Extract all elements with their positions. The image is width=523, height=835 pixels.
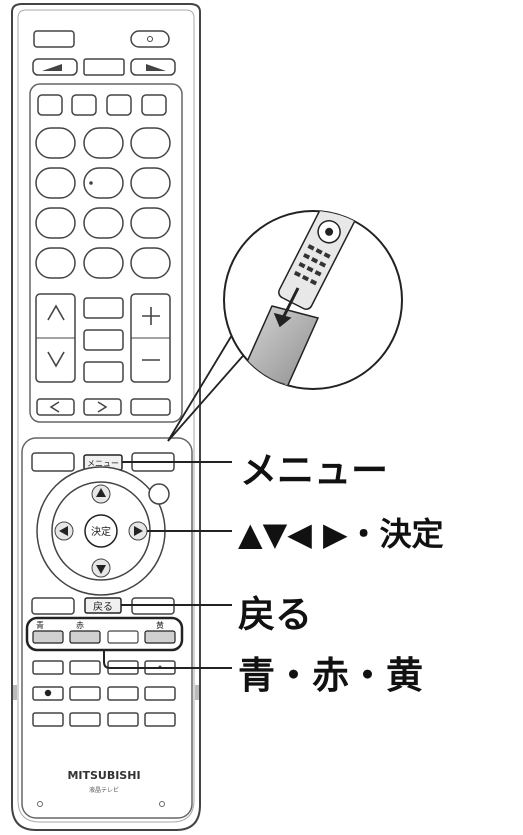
right-arrow-icon	[97, 401, 108, 413]
number-keys	[35, 127, 171, 279]
yellow-key-label: 黄	[156, 620, 164, 630]
menu-button-label: メニュー	[87, 459, 119, 468]
volume-plus-icon	[142, 307, 160, 325]
left-arrow-icon	[49, 401, 60, 413]
cursor-enter-callout: ▲▼◀ ▶・決定	[238, 515, 444, 553]
color-keys-callout: 青・赤・黄	[238, 654, 423, 697]
color-keys-leader-line	[103, 650, 232, 669]
remote-subtitle: 液晶テレビ	[89, 786, 119, 794]
channel-down-icon	[47, 351, 65, 368]
right-triangle-icon	[134, 526, 143, 536]
top-left-button	[33, 30, 75, 48]
down-arrow-icon	[96, 565, 106, 574]
blue-key	[32, 630, 64, 644]
red-key	[69, 630, 101, 644]
blue-key-label: 青	[36, 620, 44, 630]
power-button	[130, 30, 170, 48]
enter-button	[84, 514, 118, 548]
guide-button	[31, 452, 75, 472]
channel-up-icon	[47, 304, 65, 321]
up-arrow-icon	[96, 488, 106, 497]
center-top-button	[83, 58, 125, 76]
right-arrow-button	[83, 398, 122, 416]
brand-logo: MITSUBISHI	[67, 769, 140, 782]
menu-callout: メニュー	[240, 449, 388, 492]
back-callout: 戻る	[238, 593, 312, 636]
left-arrow-button	[36, 398, 75, 416]
green-key	[107, 630, 139, 644]
side-round-button	[148, 483, 170, 505]
record-icon	[44, 689, 52, 697]
back-button-label: 戻る	[93, 600, 113, 613]
red-key-label: 赤	[76, 621, 84, 630]
inset-leader-line	[167, 348, 250, 442]
playback-buttons	[32, 660, 176, 727]
input-buttons-row	[37, 94, 167, 116]
slide-down-arrow-icon	[280, 287, 300, 321]
enter-button-label: 決定	[91, 525, 111, 538]
yellow-key	[144, 630, 176, 644]
left-triangle-icon	[59, 526, 68, 536]
